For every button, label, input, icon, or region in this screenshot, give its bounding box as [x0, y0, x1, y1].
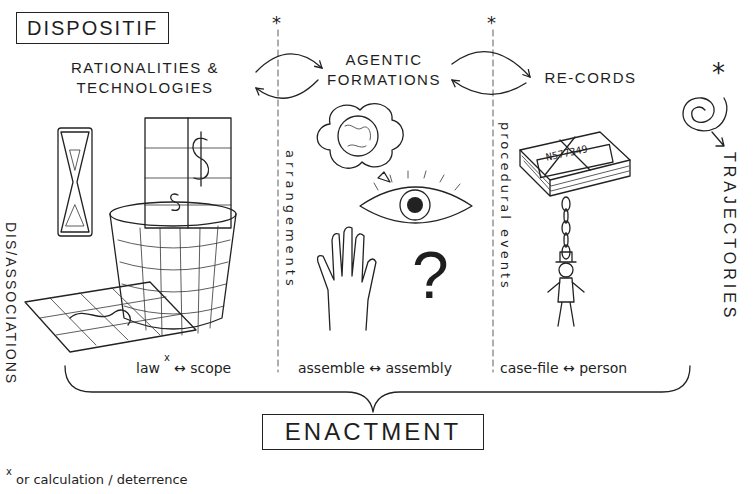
file-string	[545, 137, 590, 175]
bookshelf-drawing	[145, 118, 231, 228]
thought-cloud	[317, 104, 403, 169]
hand-drawing	[318, 227, 376, 330]
asterisk-mark: *	[272, 12, 281, 34]
column-heading: RATIONALITIES & TECHNOLOGIES	[38, 58, 252, 98]
bubble-tail	[378, 172, 390, 182]
shelf-frame	[145, 118, 231, 228]
asterisk-mark: *	[487, 12, 496, 34]
map-grid	[40, 288, 182, 345]
enactment-box: ENACTMENT	[262, 414, 484, 450]
person-body	[548, 278, 584, 326]
pair-label: ↔ scope	[174, 360, 231, 377]
shelf-board	[145, 178, 231, 179]
eye-drawing	[360, 171, 472, 223]
pair-label: case-file ↔ person	[500, 360, 627, 377]
map-sheet	[25, 282, 196, 352]
pair-label: assemble ↔ assembly	[298, 360, 452, 377]
diagram-title: DISPOSITIF	[16, 12, 169, 44]
map-drawing	[25, 282, 196, 352]
shelf-board	[145, 148, 231, 149]
separator-label: arrangements	[282, 150, 298, 290]
node-text: RE-CORDS	[528, 68, 653, 88]
dashed-separator	[278, 30, 279, 372]
hourglass-sand	[66, 150, 84, 226]
thought-bubble-drawing	[317, 104, 403, 182]
hourglass-frame	[58, 128, 92, 236]
hourglass-drawing	[58, 128, 92, 236]
asterisk-mark: *	[712, 58, 725, 89]
eye-outline	[360, 187, 472, 223]
node-text: RATIONALITIES & TECHNOLOGIES	[38, 58, 252, 98]
footnote-marker: x	[6, 466, 12, 478]
footnote-marker: x	[164, 352, 170, 364]
trajectory-spiral	[683, 98, 727, 131]
shelf-divider	[187, 118, 188, 228]
pot-body	[110, 214, 236, 329]
node-text: AGENTIC FORMATIONS	[320, 50, 448, 90]
eye-iris	[400, 190, 430, 220]
globe-continents	[345, 125, 371, 147]
case-file-drawing	[520, 132, 630, 196]
column-heading: AGENTIC FORMATIONS	[320, 50, 448, 90]
eye-lashes	[374, 171, 460, 190]
curved-arrow	[256, 80, 318, 98]
map-route	[70, 310, 130, 325]
pot-rim	[110, 202, 236, 226]
person-hat	[556, 252, 576, 262]
side-label: TRAJECTORIES	[720, 152, 739, 322]
pair-label: law	[136, 360, 160, 377]
person-head	[559, 263, 573, 277]
separator-label: procedural events	[497, 122, 513, 291]
hand-outline	[318, 227, 376, 330]
money-squiggle	[193, 132, 209, 186]
eye-pupil	[407, 197, 423, 213]
footnote-text: or calculation / deterrence	[16, 472, 188, 488]
curved-arrow	[256, 54, 322, 72]
hourglass-glass	[61, 132, 89, 232]
person-drawing	[548, 252, 584, 326]
curved-arrow	[452, 52, 530, 77]
dashed-separator	[493, 30, 494, 372]
case-number: N577349	[545, 143, 589, 164]
node-text: ENACTMENT	[269, 418, 477, 446]
trajectory-arrow	[712, 132, 724, 146]
file-top	[520, 132, 630, 180]
chain-drawing	[562, 197, 570, 259]
globe	[338, 116, 378, 156]
pot-hatching	[118, 226, 230, 335]
side-label: DIS/ASSOCIATIONS	[2, 222, 19, 385]
column-heading: RE-CORDS	[528, 68, 653, 88]
curved-arrow	[452, 80, 526, 94]
question-mark: ?	[412, 236, 449, 315]
